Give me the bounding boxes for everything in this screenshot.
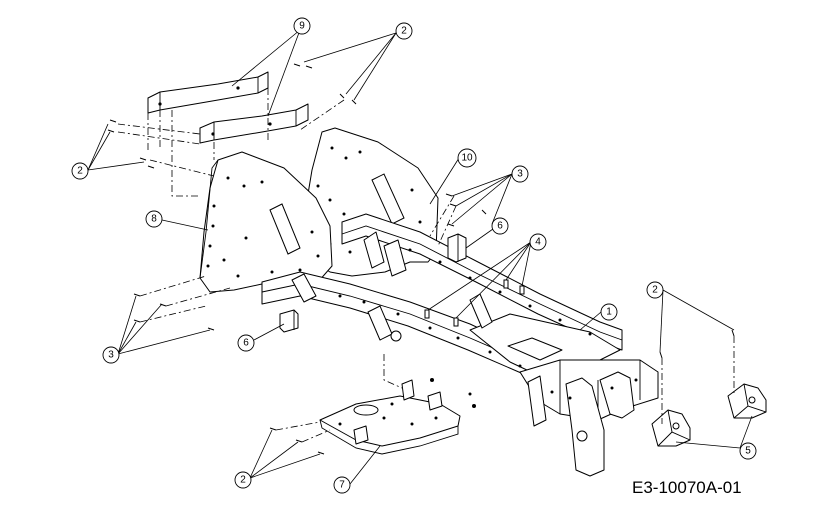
svg-text:2: 2 [240, 475, 246, 486]
callout-5: 5 [739, 442, 757, 460]
svg-text:3: 3 [108, 350, 114, 361]
callout-3-right: 3 [511, 165, 529, 183]
svg-text:8: 8 [151, 214, 157, 225]
callout-2-bottom: 2 [234, 471, 252, 489]
callout-3-left: 3 [102, 346, 120, 364]
callout-6-lower: 6 [237, 334, 255, 352]
svg-text:6: 6 [243, 338, 249, 349]
callout-7: 7 [333, 476, 351, 494]
side-panel-left [199, 151, 333, 293]
svg-text:7: 7 [339, 480, 345, 491]
svg-text:3: 3 [517, 169, 523, 180]
svg-text:10: 10 [461, 153, 473, 164]
drawing-code: E3-10070A-01 [632, 478, 742, 497]
svg-text:6: 6 [497, 221, 503, 232]
leader-lines [87, 29, 753, 485]
callout-6-upper: 6 [491, 217, 509, 235]
svg-text:2: 2 [77, 166, 83, 177]
callout-2-right: 2 [646, 281, 664, 299]
alignment-lines [117, 88, 735, 443]
svg-text:2: 2 [652, 285, 658, 296]
callout-2-top: 2 [395, 22, 413, 40]
small-bracket-upper [447, 233, 467, 263]
callout-1: 1 [600, 303, 618, 321]
front-mount-left [651, 409, 691, 447]
svg-text:2: 2 [401, 26, 407, 37]
svg-text:5: 5 [745, 446, 751, 457]
bottom-plate [319, 379, 461, 455]
support-bracket-lower [199, 103, 309, 144]
svg-text:1: 1 [606, 307, 612, 318]
svg-text:4: 4 [535, 237, 541, 248]
callout-4: 4 [529, 233, 547, 251]
callout-8: 8 [145, 210, 163, 228]
support-bracket-upper [147, 71, 269, 114]
small-bracket-lower [279, 309, 299, 333]
callout-9: 9 [293, 17, 311, 35]
svg-text:9: 9 [299, 21, 305, 32]
front-mount-right [727, 383, 767, 419]
callout-10: 10 [457, 148, 477, 168]
main-frame [261, 213, 659, 477]
callout-2-left: 2 [71, 162, 89, 180]
